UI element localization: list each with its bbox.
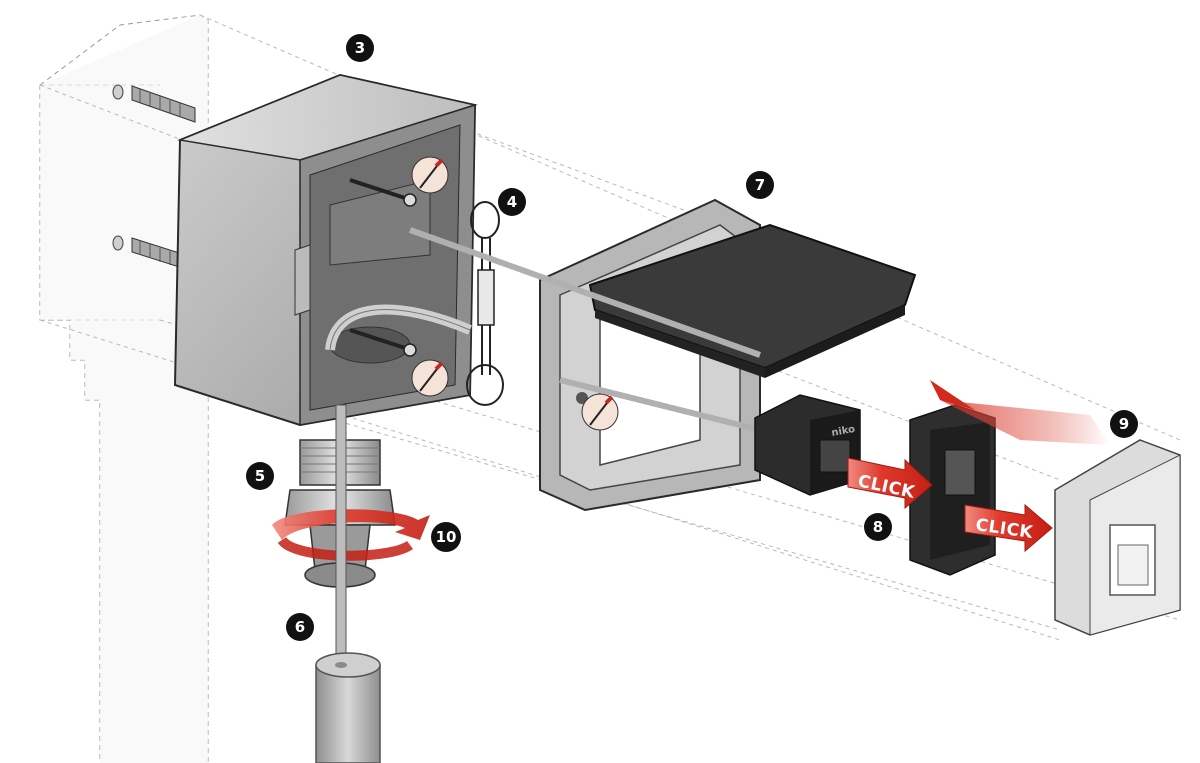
svg-text:5: 5 [255,467,265,485]
svg-text:7: 7 [755,176,765,194]
finishing-plate [1054,439,1181,636]
rj45-connector: niko [754,394,861,496]
svg-text:3: 3 [355,39,365,57]
mounting-screw-bottom [349,328,417,357]
step-marker-4: 4 [498,188,526,216]
hinged-cover [588,223,917,378]
alignment-rods [408,227,762,433]
step-marker-7: 7 [746,171,774,199]
wall-plug-top [112,84,196,123]
screwdriver-icon [411,156,449,194]
svg-text:6: 6 [295,618,305,636]
svg-text:4: 4 [507,193,517,211]
step-marker-9: 9 [1110,410,1138,438]
step-marker-10: 10 [431,522,461,552]
click-arrow-connector: CLICK [847,457,933,510]
svg-text:8: 8 [873,518,883,536]
screwdriver-icon [581,393,619,431]
step-marker-3: 3 [346,34,374,62]
svg-text:9: 9 [1119,415,1129,433]
svg-text:10: 10 [436,528,457,546]
seal-strap [466,201,504,406]
cable [315,404,381,763]
step-marker-6: 6 [286,613,314,641]
mounting-screw-top [349,178,417,207]
brand-logo: niko [831,424,856,439]
step-marker-5: 5 [246,462,274,490]
screwdriver-icon [411,359,449,397]
wall-outline [39,14,209,763]
step-marker-8: 8 [864,513,892,541]
motion-trail [930,380,1110,445]
